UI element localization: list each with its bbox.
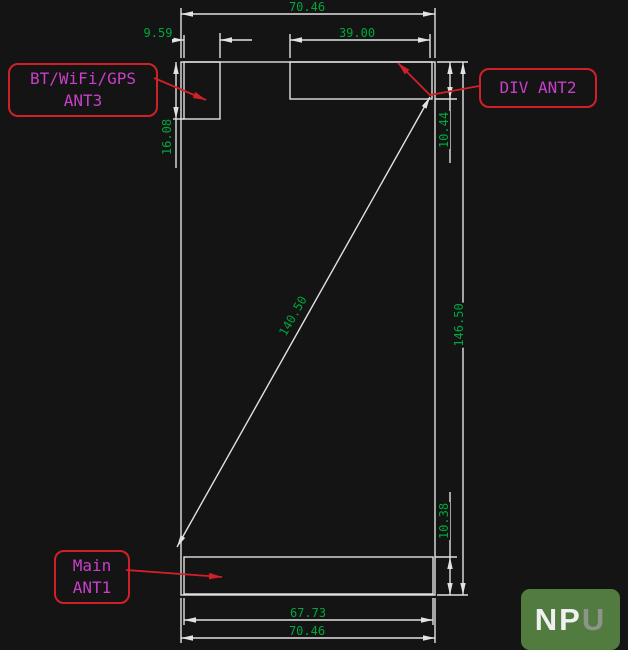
ant2-region-outline xyxy=(289,61,433,100)
callout-ant1-line2: ANT1 xyxy=(72,578,112,597)
ant3-region-outline xyxy=(183,61,221,120)
dim-text-body-height: 146.50 xyxy=(452,302,466,348)
callout-ant3-line1: BT/WiFi/GPS xyxy=(30,69,136,89)
phone-body-outline xyxy=(180,61,436,596)
callout-div-ant2: DIV ANT2 xyxy=(479,68,597,108)
dim-text-ant3-height: 16.08 xyxy=(160,117,174,157)
leader-ant2 xyxy=(397,62,480,96)
leader-ant1 xyxy=(125,569,223,580)
callout-bt-wifi-gps-ant3: BT/WiFi/GPS ANT3 xyxy=(8,63,158,117)
dim-line-diagonal xyxy=(176,96,431,548)
callout-main-ant1: Main ANT1 xyxy=(54,550,130,604)
dim-text-ant2-height: 10.44 xyxy=(437,110,451,150)
callout-ant1-line1: Main xyxy=(72,556,112,576)
dim-text-ant1-height: 10.38 xyxy=(437,501,451,541)
callout-ant3-line2: ANT3 xyxy=(63,91,103,110)
dim-text-ant2-width: 39.00 xyxy=(337,26,377,40)
npu-logo-u: U xyxy=(581,601,607,637)
dim-text-top-width: 70.46 xyxy=(287,0,327,14)
dim-text-bottom-width: 70.46 xyxy=(287,624,327,638)
dim-text-ant3-width: 9.59 xyxy=(142,26,174,40)
leader-ant3 xyxy=(153,77,207,101)
npu-logo-np: NP xyxy=(534,601,582,637)
callout-ant2-label: DIV ANT2 xyxy=(499,78,577,98)
dim-text-ant1-width: 67.73 xyxy=(288,606,328,620)
ant1-region-outline xyxy=(183,556,434,595)
